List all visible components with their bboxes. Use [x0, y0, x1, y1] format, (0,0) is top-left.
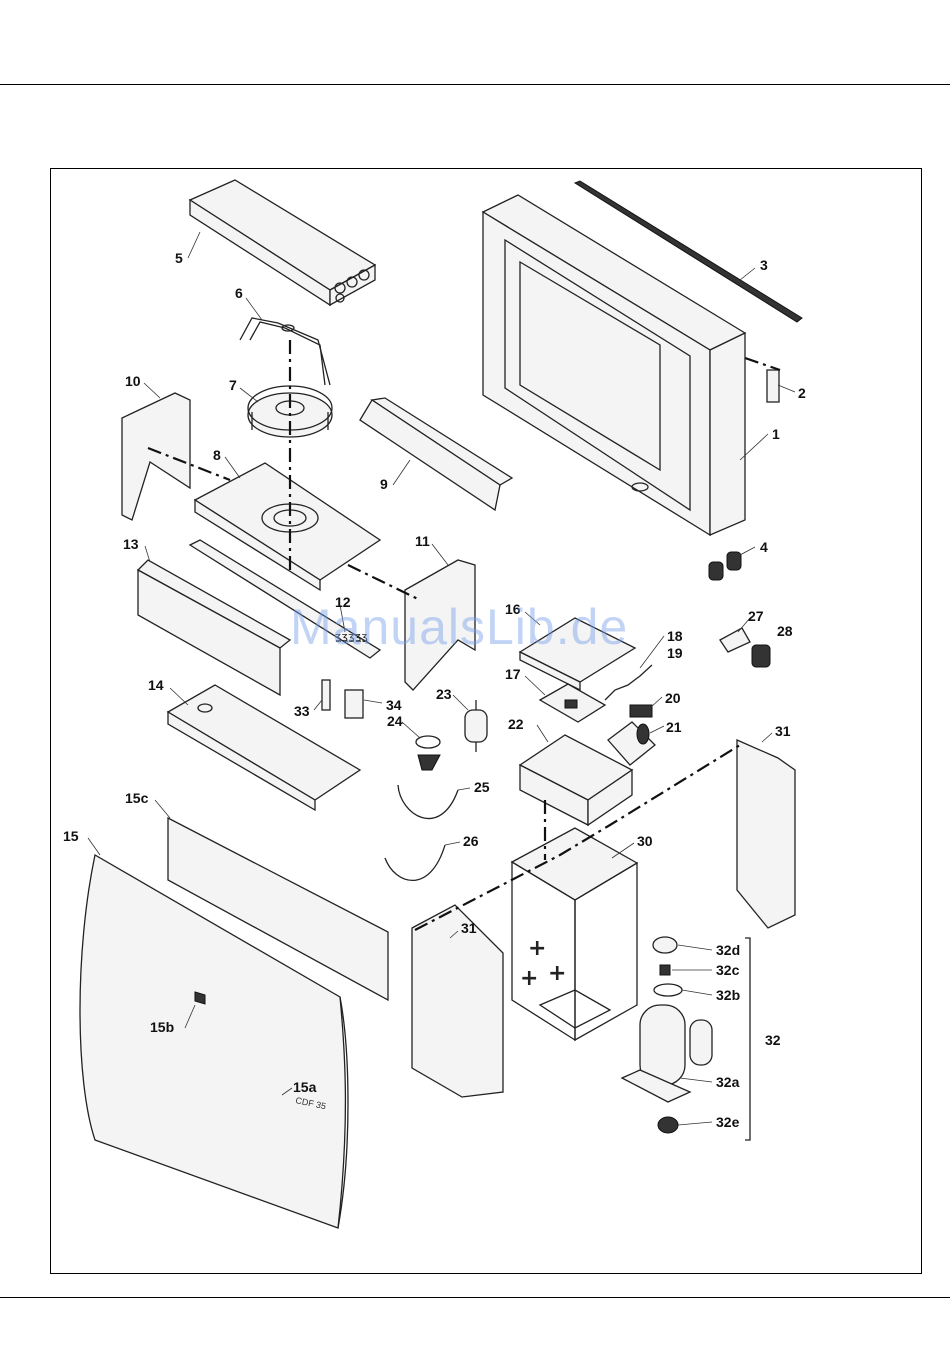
callout-15c: 15c [125, 790, 149, 806]
callout-7: 7 [229, 377, 237, 393]
callout-34: 34 [386, 697, 402, 713]
part-14-drip-tray [168, 685, 360, 810]
part-31-side-panel-right [737, 740, 795, 928]
callout-30: 30 [637, 833, 653, 849]
svg-text:+: + [528, 936, 546, 961]
part-18-wire [605, 665, 652, 700]
callout-24: 24 [387, 713, 403, 729]
part-26-capillary [385, 845, 445, 880]
callout-10: 10 [125, 373, 141, 389]
callout-5: 5 [175, 250, 183, 266]
callout-20: 20 [665, 690, 681, 706]
callout-6: 6 [235, 285, 243, 301]
callout-9: 9 [380, 476, 388, 492]
callout-4: 4 [760, 539, 768, 555]
svg-text:+: + [520, 966, 538, 991]
callout-15b: 15b [150, 1019, 174, 1035]
part-17-pcb [540, 684, 605, 722]
callout-11: 11 [415, 533, 430, 549]
callout-14: 14 [148, 677, 164, 693]
part-6-fan-bracket [240, 318, 330, 385]
callout-23: 23 [436, 686, 452, 702]
svg-text:+: + [548, 961, 566, 986]
callout-18: 18 [667, 628, 683, 644]
callout-21: 21 [666, 719, 682, 735]
axis-frame [745, 358, 780, 370]
part-4-feet [709, 552, 741, 580]
callout-26: 26 [463, 833, 479, 849]
callout-17: 17 [505, 666, 521, 682]
callout-1: 1 [772, 426, 780, 442]
part-10-side-bracket [122, 393, 190, 520]
callout-32d: 32d [716, 942, 740, 958]
part-31-side-panel-left [412, 905, 503, 1097]
watermark: ManualsLib.de [290, 598, 628, 656]
callout-27: 27 [748, 608, 764, 624]
part-34-relay [345, 690, 363, 718]
callout-2: 2 [798, 385, 806, 401]
callout-15a: 15a [293, 1079, 317, 1095]
part-5-coil [190, 180, 375, 305]
callout-3: 3 [760, 257, 768, 273]
part-33-sensor [322, 680, 330, 710]
callout-32c: 32c [716, 962, 740, 978]
callout-31-left: 31 [461, 920, 477, 936]
part-2-bracket [767, 370, 779, 402]
callout-28: 28 [777, 623, 793, 639]
part-21-capacitor [608, 722, 655, 765]
callout-31-right: 31 [775, 723, 791, 739]
part-24-valve [416, 736, 440, 770]
part-8-fan-plate [195, 463, 380, 590]
callout-8: 8 [213, 447, 221, 463]
part-9-deflector [360, 398, 512, 510]
part-25-capillary [398, 785, 458, 819]
callout-33: 33 [294, 703, 310, 719]
callout-19: 19 [667, 645, 683, 661]
callout-32e: 32e [716, 1114, 740, 1130]
part-23-drier [465, 700, 487, 752]
callout-13: 13 [123, 536, 139, 552]
callout-25: 25 [474, 779, 490, 795]
callout-32b: 32b [716, 987, 740, 1003]
part-13-front-rail [138, 560, 290, 695]
part-28-coil [752, 645, 770, 667]
part-20-terminal [630, 705, 652, 717]
part-27-clip [720, 628, 750, 652]
part-30-base-frame: + + + [512, 828, 637, 1040]
part-1-cabinet [483, 195, 745, 535]
callout-22: 22 [508, 716, 524, 732]
callout-32a: 32a [716, 1074, 740, 1090]
callout-15: 15 [63, 828, 79, 844]
callout-32: 32 [765, 1032, 781, 1048]
